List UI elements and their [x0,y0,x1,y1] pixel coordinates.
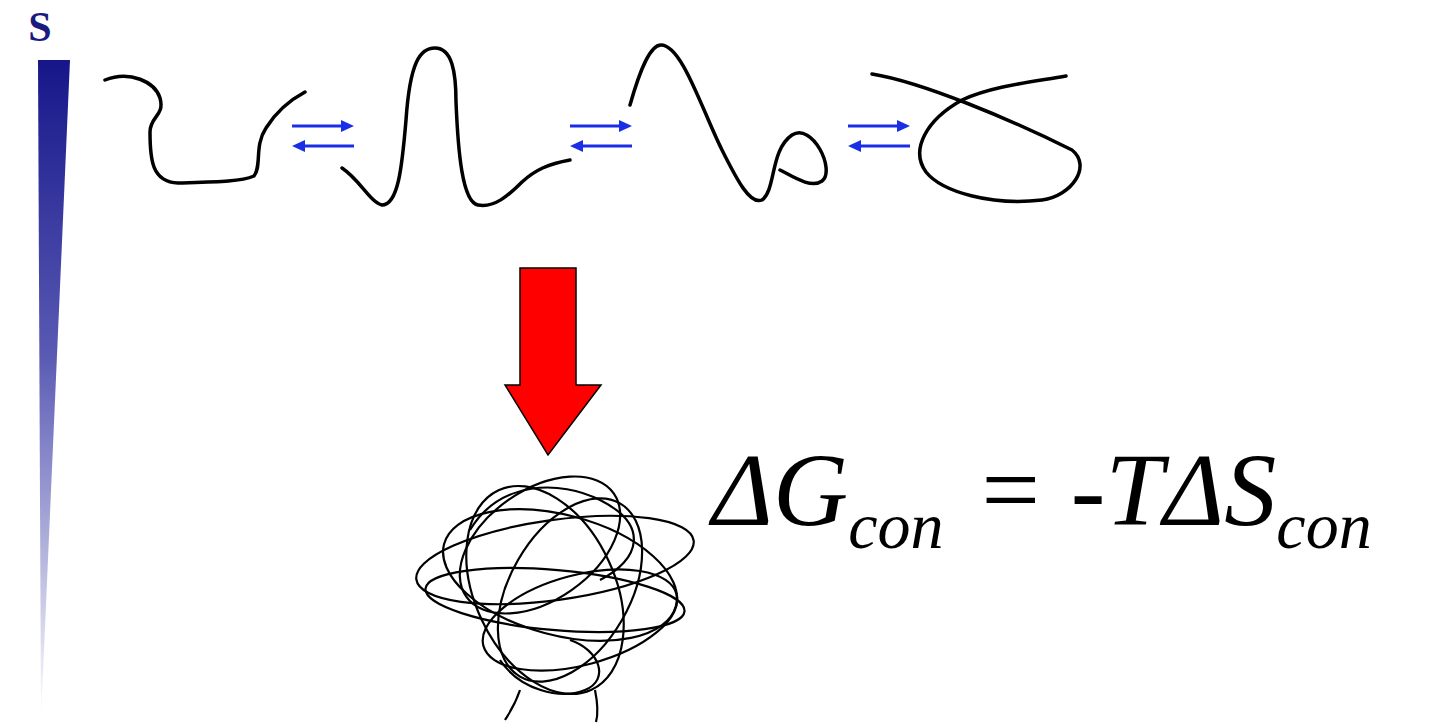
equation-subscript: con [848,489,943,562]
chain [630,45,826,201]
equation-term: ΔG [712,432,848,547]
equation-term: = -TΔS [975,432,1277,547]
chain [105,76,305,183]
entropy-wedge [38,60,70,718]
equilibrium-arrows [292,120,910,152]
chain [342,48,570,205]
entropy-axis-label: S [28,6,51,48]
chain [872,74,1080,201]
collapse-arrow [505,268,601,455]
chain-conformations [105,45,1080,205]
equation-subscript: con [1276,489,1371,562]
collapsed-coil [411,448,699,722]
equation: ΔGcon= -TΔScon [712,430,1372,564]
